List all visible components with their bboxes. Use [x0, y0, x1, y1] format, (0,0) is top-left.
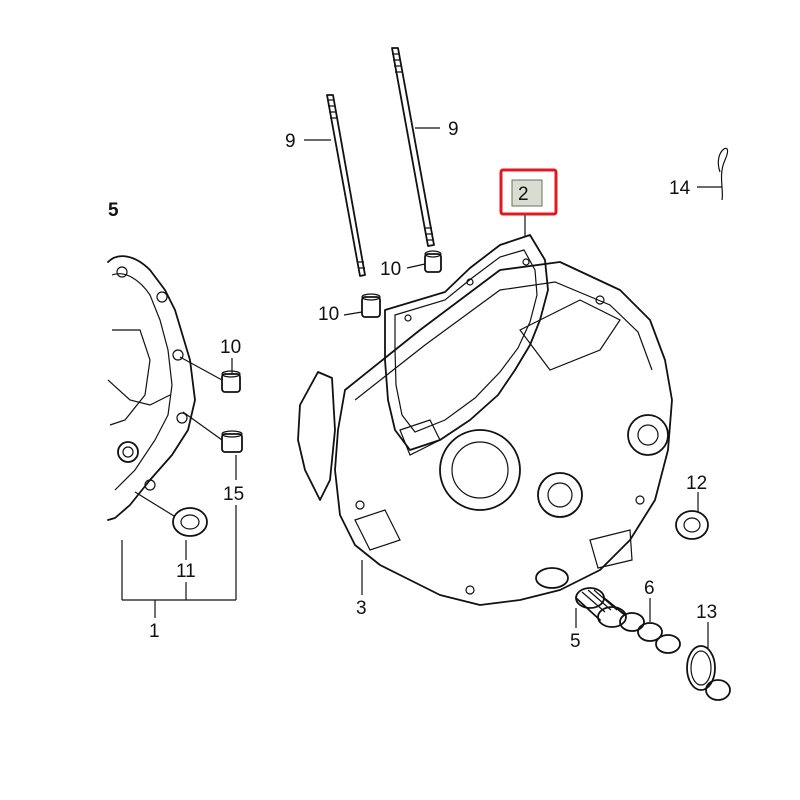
callout-2: 2 — [518, 184, 529, 205]
callout-15: 15 — [223, 484, 244, 505]
dowel-pin-left — [221, 370, 241, 393]
callout-9-left: 9 — [285, 131, 296, 152]
callout-10-lower: 10 — [318, 304, 339, 325]
callout-5: 5 — [570, 631, 581, 652]
right-crankcase — [297, 261, 673, 606]
dowel-pin-lower — [361, 293, 381, 318]
stud-bolt-right — [391, 47, 435, 247]
callout-11: 11 — [176, 561, 196, 582]
washers — [619, 612, 681, 654]
bearing-15 — [221, 430, 243, 453]
callout-10-upper: 10 — [380, 259, 401, 280]
gasket — [384, 234, 549, 451]
left-crankcase-half — [107, 255, 196, 521]
callout-9-right: 9 — [448, 119, 459, 140]
callout-13: 13 — [696, 602, 717, 623]
callout-10-left: 10 — [220, 337, 241, 358]
bearing-11 — [172, 507, 208, 537]
callout-5-edge: 5 — [108, 200, 119, 221]
needle-cage — [575, 587, 627, 628]
part-right-edge — [705, 147, 731, 701]
bearing-12 — [675, 510, 709, 540]
callout-14: 14 — [669, 178, 691, 199]
callout-3: 3 — [356, 598, 367, 619]
highlight-label-bg — [511, 179, 543, 207]
o-ring-13 — [686, 645, 716, 691]
highlight-box — [499, 168, 558, 216]
callout-6: 6 — [644, 578, 655, 599]
stud-bolt-left — [326, 94, 366, 277]
callout-12: 12 — [686, 473, 707, 494]
leader-lines — [121, 127, 722, 648]
callout-1: 1 — [149, 621, 160, 642]
dowel-pin-upper — [424, 250, 442, 273]
